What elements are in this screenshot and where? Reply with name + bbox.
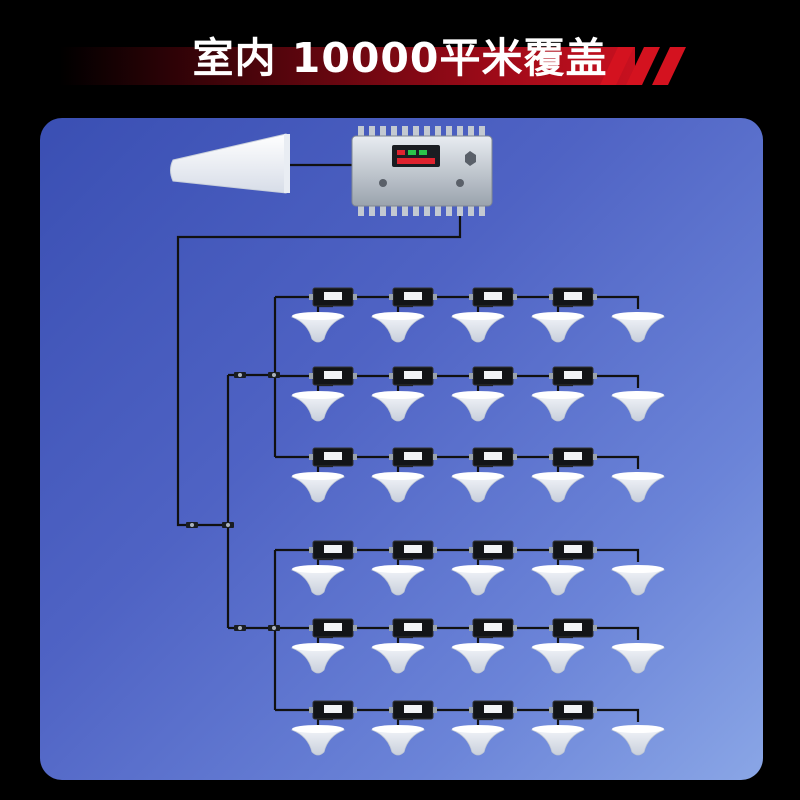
cable-drop-3-3 [476,464,493,473]
ceiling-antenna-icon [370,565,426,596]
coupler-6-2 [389,700,437,720]
coupler-5-3 [469,618,517,638]
cable-drop-6-2 [396,717,413,726]
ceiling-antenna-icon [290,391,346,422]
ceiling-antenna-icon [530,565,586,596]
coverage-diagram-panel [40,118,763,780]
coupler-6-1 [309,700,357,720]
coupler-splitter-icon [234,372,246,378]
ceiling-antenna-icon [530,391,586,422]
coupler-4-4 [549,540,597,560]
coupler-3-1 [309,447,357,467]
coupler-5-2 [389,618,437,638]
coupler-2-1 [309,366,357,386]
coupler-2-2 [389,366,437,386]
title-band [60,47,635,85]
cable-drop-2-2 [396,383,413,392]
ceiling-antenna-icon [610,725,666,756]
ceiling-antenna-icon [450,643,506,674]
ceiling-antenna-icon [530,312,586,343]
coupler-splitter-icon [234,625,246,631]
coupler-3-3 [469,447,517,467]
cable-drop-5-1 [316,635,333,644]
cable-drop-4-1 [316,557,333,566]
coupler-4-3 [469,540,517,560]
ceiling-antenna-icon [530,725,586,756]
coupler-1-2 [389,287,437,307]
coupler-4-1 [309,540,357,560]
ceiling-antenna-icon [530,643,586,674]
cable-drop-1-1 [316,304,333,313]
coupler-3-2 [389,447,437,467]
ceiling-antenna-icon [450,391,506,422]
cable-drop-4-3 [476,557,493,566]
ceiling-antenna-icon [610,565,666,596]
ceiling-antenna-icon [370,312,426,343]
ceiling-antenna-icon [370,472,426,503]
ceiling-antenna-icon [610,391,666,422]
cable-drop-3-1 [316,464,333,473]
coupler-6-4 [549,700,597,720]
ceiling-antenna-icon [610,472,666,503]
ceiling-antenna-icon [290,565,346,596]
coupler-2-3 [469,366,517,386]
coupler-1-4 [549,287,597,307]
coupler-splitter-icon [186,522,198,528]
coupler-1-1 [309,287,357,307]
coupler-splitter-icon [268,625,280,631]
ceiling-antenna-icon [450,472,506,503]
ceiling-antenna-icon [370,643,426,674]
ceiling-antenna-icon [370,725,426,756]
ceiling-antenna-icon [290,725,346,756]
ceiling-antenna-icon [610,643,666,674]
ceiling-antenna-icon [290,472,346,503]
cable-drop-6-4 [556,717,573,726]
ceiling-antenna-icon [450,725,506,756]
cable-drop-1-2 [396,304,413,313]
coupler-2-4 [549,366,597,386]
ceiling-antenna-icon [450,312,506,343]
ceiling-antenna-icon [290,643,346,674]
ceiling-antenna-icon [530,472,586,503]
cable-drop-6-3 [476,717,493,726]
coupler-splitter-icon [268,372,280,378]
cable-drop-2-4 [556,383,573,392]
ceiling-antenna-icon [370,391,426,422]
coupler-4-2 [389,540,437,560]
ceiling-antenna-icon [450,565,506,596]
red-stripes-decoration [600,47,686,85]
cable-drop-2-1 [316,383,333,392]
coupler-1-3 [469,287,517,307]
cable-drop-6-1 [316,717,333,726]
ceiling-antenna-icon [610,312,666,343]
cable-drop-3-4 [556,464,573,473]
cable-drop-1-3 [476,304,493,313]
cable-drop-4-2 [396,557,413,566]
ceiling-antenna-icon [290,312,346,343]
coupler-3-4 [549,447,597,467]
cable-drop-5-2 [396,635,413,644]
header: 室内 10000平米覆盖 [0,0,800,100]
coupler-splitter-icon [222,522,234,528]
coverage-diagram [170,126,666,756]
cable-drop-5-3 [476,635,493,644]
cable-drop-2-3 [476,383,493,392]
signal-repeater-amplifier-icon [351,126,493,216]
coupler-6-3 [469,700,517,720]
coupler-5-4 [549,618,597,638]
cable-drop-3-2 [396,464,413,473]
coupler-5-1 [309,618,357,638]
yagi-panel-antenna-icon [170,133,290,194]
cable-drop-1-4 [556,304,573,313]
page-title: 室内 10000平米覆盖 [192,34,608,82]
cable-drop-5-4 [556,635,573,644]
cable-drop-4-4 [556,557,573,566]
